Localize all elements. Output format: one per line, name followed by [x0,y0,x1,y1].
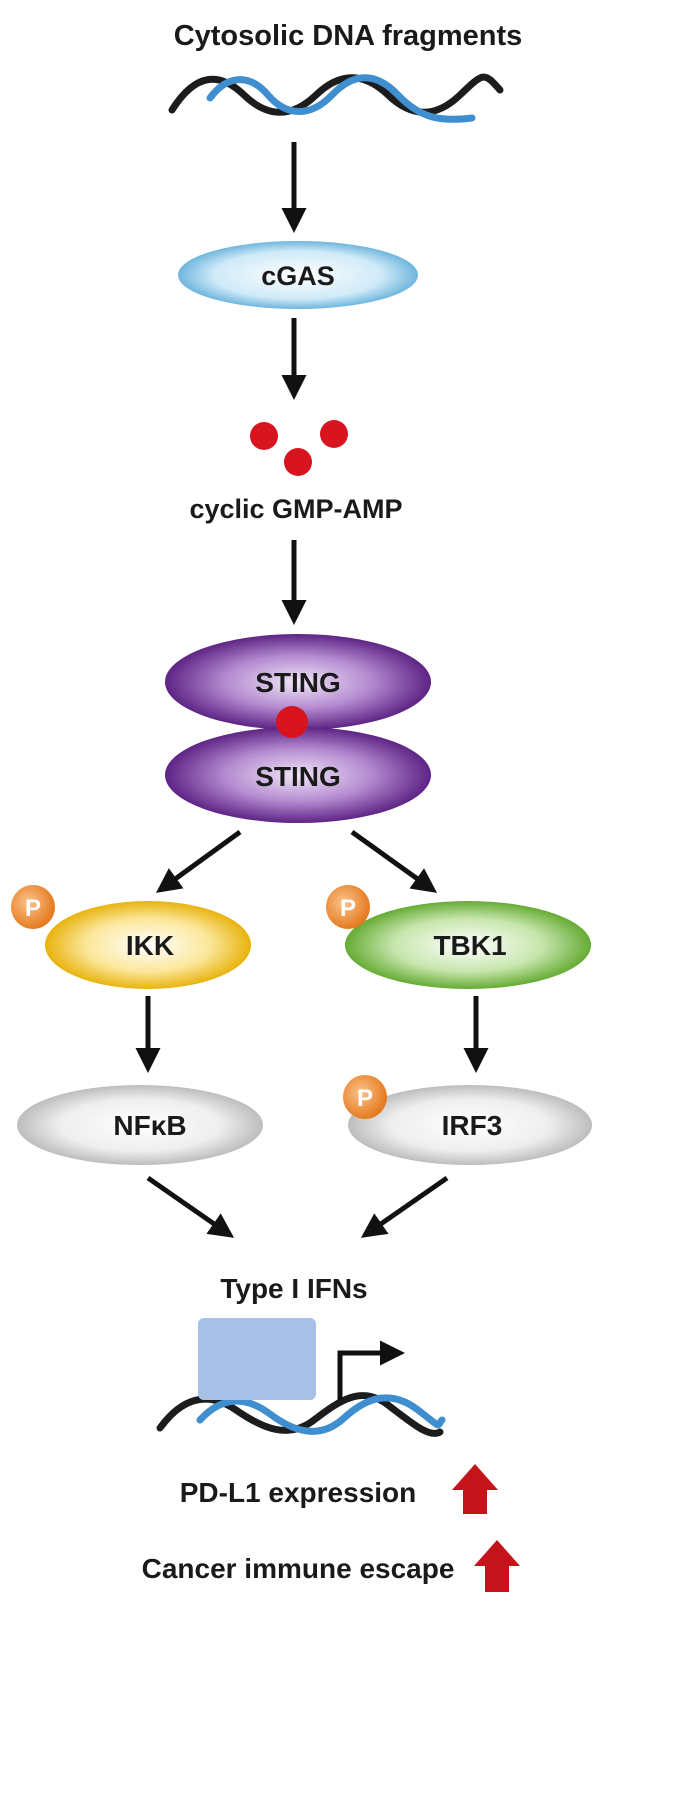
cgas-label: cGAS [261,261,335,291]
gene-transcription-icon [156,1318,446,1437]
cgas-node: cGAS [178,241,418,309]
tbk1-phospho-badge: P [326,885,370,929]
cancer-immune-escape-label: Cancer immune escape [142,1553,455,1584]
tbk1-label: TBK1 [433,930,506,961]
irf3-phospho-label: P [357,1085,373,1112]
arrow-sting-to-tbk1 [350,829,438,893]
nfkb-label: NFκB [113,1110,186,1141]
type-i-ifns-label: Type I IFNs [220,1273,367,1304]
sting-bottom-label: STING [255,761,341,792]
sting-top-label: STING [255,667,341,698]
dna-fragments-title: Cytosolic DNA fragments [174,20,523,52]
tbk1-phospho-label: P [340,895,356,922]
pdl1-up-arrow-icon [452,1464,498,1514]
irf3-node: IRF3 [348,1085,592,1165]
cgamp-molecules-icon [250,420,348,476]
arrow-irf3-to-ifn [360,1175,449,1238]
ikk-phospho-label: P [25,895,41,922]
irf3-label: IRF3 [442,1110,503,1141]
ikk-node: IKK [45,901,251,989]
tbk1-node: TBK1 [345,901,591,989]
arrow-nfkb-to-ifn [146,1175,235,1238]
irf3-phospho-badge: P [343,1075,387,1119]
immune-escape-up-arrow-icon [474,1540,520,1592]
ikk-label: IKK [126,930,174,961]
arrow-sting-to-ikk [155,829,242,893]
transcription-start-arrow-icon [337,1340,405,1400]
cgamp-label: cyclic GMP-AMP [189,494,402,524]
pdl1-expression-label: PD-L1 expression [180,1477,417,1508]
nfkb-node: NFκB [17,1085,263,1165]
promoter-box [198,1318,316,1400]
cgamp-bound-dot [276,706,308,738]
sting-dimer-node: STING STING [165,634,431,823]
ikk-phospho-badge: P [11,885,55,929]
dna-helix-icon [168,73,504,123]
